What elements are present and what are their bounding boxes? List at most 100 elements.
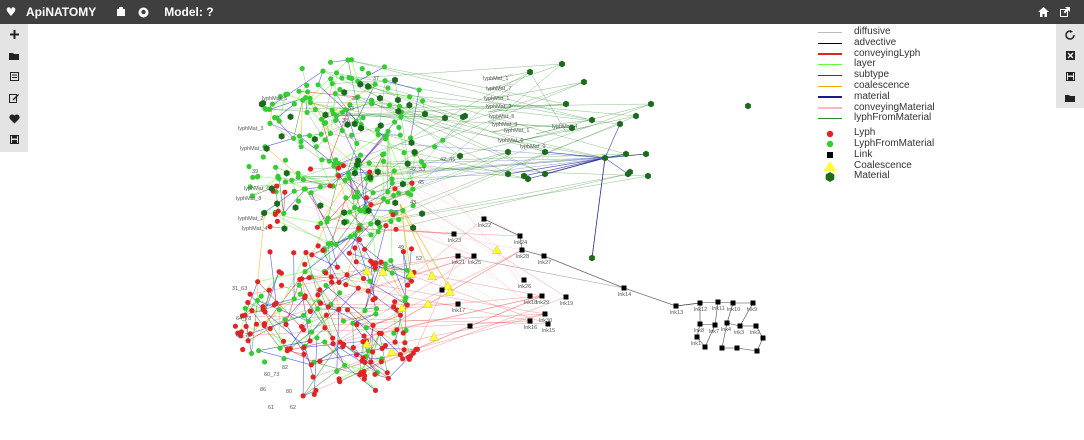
lyph-node	[390, 212, 396, 218]
lyph-from-material-node	[397, 132, 403, 138]
lyph-from-material-node	[350, 320, 356, 326]
graph-edge	[257, 281, 304, 330]
lyph-from-material-node	[337, 290, 343, 296]
graph-edge	[487, 103, 567, 113]
lyph-node	[355, 285, 361, 291]
node-id-label: 80	[286, 389, 292, 395]
lyph-label: lyphMat_7	[486, 86, 511, 92]
material-node	[395, 96, 401, 104]
lyph-from-material-node	[254, 174, 260, 180]
material-node	[745, 102, 751, 110]
material-node	[392, 76, 398, 84]
lyph-from-material-node	[402, 297, 408, 303]
graph-edge	[357, 178, 393, 198]
lyph-node	[273, 300, 279, 306]
external-link-icon[interactable]	[1054, 0, 1076, 24]
folder-icon[interactable]	[1056, 87, 1084, 108]
lyph-from-material-node	[355, 94, 361, 100]
link-label: lnk15	[542, 328, 555, 334]
lyph-node	[287, 346, 293, 352]
lyph-node	[336, 376, 342, 382]
legend-edge-conveyingMaterial: conveyingMaterial	[818, 102, 935, 114]
link-node	[697, 300, 703, 306]
lyph-label: lyphMat_4	[552, 124, 577, 130]
graph-edge	[394, 297, 407, 343]
node-id-label: 86	[260, 387, 266, 393]
lyph-from-material-node	[333, 117, 339, 123]
list-icon[interactable]	[0, 66, 28, 87]
lyph-from-material-node	[354, 194, 360, 200]
lyph-node	[356, 225, 362, 231]
link-label: lnk11	[712, 306, 725, 312]
lyph-from-material-node	[396, 216, 402, 223]
material-node	[367, 174, 374, 181]
lyph-from-material-node	[267, 120, 273, 126]
material-node	[400, 180, 406, 188]
github-icon[interactable]	[132, 0, 154, 24]
lyph-node	[401, 347, 407, 353]
material-node	[341, 89, 348, 96]
graph-edge	[257, 271, 306, 282]
edit-icon[interactable]	[0, 87, 28, 108]
folder-icon[interactable]	[0, 45, 28, 66]
save-icon[interactable]	[0, 129, 28, 150]
lyph-node	[372, 265, 378, 271]
lyph-from-material-node	[343, 195, 349, 201]
lyph-node	[309, 252, 315, 258]
graph-edge	[269, 251, 277, 304]
heartbeat-icon[interactable]	[0, 108, 28, 129]
graph-edge	[361, 124, 405, 153]
lyph-from-material-node	[318, 131, 324, 137]
graph-edge	[565, 125, 592, 133]
lyph-from-material-node	[276, 118, 282, 124]
circle-icon	[818, 128, 842, 139]
graph-labels: lyphMat_1lyphMat_7lyphMat_1lyphMat_2lyph…	[232, 76, 760, 411]
graph-canvas[interactable]: lyphMat_1lyphMat_7lyphMat_1lyphMat_2lyph…	[0, 24, 1084, 440]
model-label: Model: ?	[164, 5, 214, 19]
save-icon[interactable]	[1056, 66, 1084, 87]
lyph-node	[314, 224, 320, 230]
home-icon[interactable]	[1032, 0, 1054, 24]
lyph-node	[336, 279, 342, 285]
graph-edge	[311, 221, 328, 255]
graph-edge	[324, 341, 345, 366]
lyph-node	[315, 243, 321, 249]
lyph-from-material-node	[319, 116, 325, 122]
material-node	[460, 113, 466, 121]
lyph-from-material-node	[249, 193, 255, 199]
link-node	[539, 293, 545, 299]
material-node	[287, 113, 294, 121]
graph-edge	[317, 226, 521, 237]
graph-edge	[257, 212, 265, 282]
graph-edge	[328, 104, 351, 162]
lyph-from-material-node	[357, 207, 363, 213]
lyph-from-material-node	[389, 270, 395, 276]
lyph-from-material-node	[347, 209, 353, 215]
lyph-from-material-node	[300, 97, 306, 103]
legend-node-Coalescence: Coalescence	[818, 160, 935, 172]
plus-icon[interactable]	[0, 24, 28, 45]
graph-edge	[275, 214, 329, 245]
graph-edge	[275, 167, 334, 187]
stack-icon[interactable]	[110, 0, 132, 24]
lyph-node	[409, 180, 415, 186]
graph-edge	[370, 204, 377, 264]
lyph-from-material-node	[247, 184, 253, 190]
graph-edge	[247, 302, 264, 310]
lyph-label: lyphMat_9	[240, 146, 265, 152]
lyph-from-material-node	[391, 192, 397, 198]
lyph-from-material-node	[248, 350, 255, 356]
link-node	[702, 344, 708, 350]
graph-edge	[343, 313, 376, 322]
lyph-from-material-node	[346, 75, 352, 81]
lyph-from-material-node	[242, 305, 248, 311]
refresh-icon[interactable]	[1056, 24, 1084, 45]
close-icon[interactable]	[1056, 45, 1084, 66]
lyph-from-material-node	[352, 204, 358, 211]
material-node	[442, 114, 448, 122]
lyph-node	[291, 250, 297, 256]
lyph-node	[350, 345, 356, 351]
material-node	[623, 150, 629, 158]
legend-edge-swatch	[818, 49, 842, 60]
coalescence-node	[429, 332, 439, 341]
